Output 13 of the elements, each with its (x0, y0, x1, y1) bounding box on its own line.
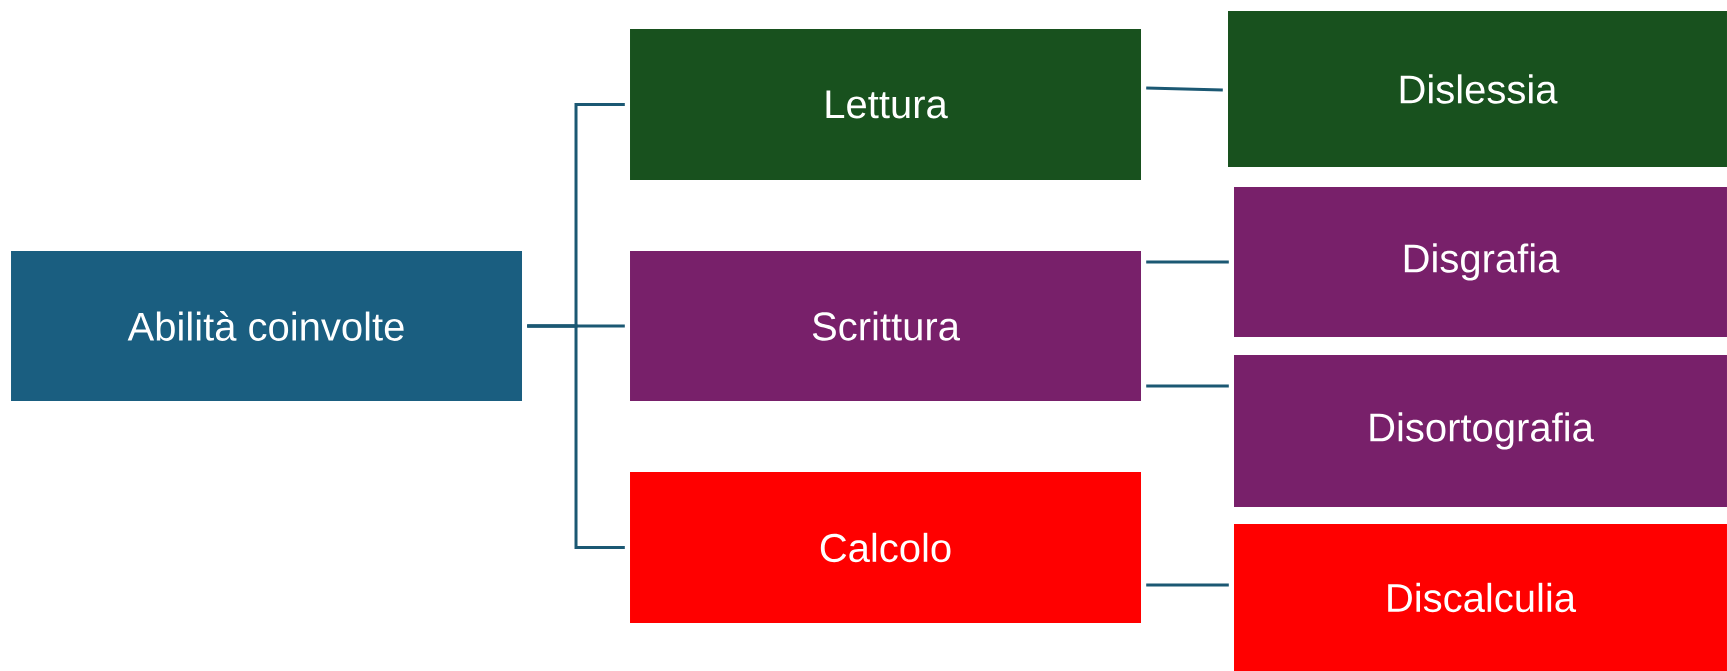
connector-line (1146, 384, 1229, 388)
connector-line (1146, 86, 1223, 92)
label-box: Disortografia (1234, 355, 1727, 507)
label-box: Discalculia (1234, 524, 1727, 671)
label-box: Dislessia (1228, 11, 1727, 167)
label-box: Calcolo (630, 472, 1141, 623)
connector-line (1146, 260, 1229, 264)
connector-line (1146, 583, 1229, 587)
label-box: Lettura (630, 29, 1141, 180)
label-box: Disgrafia (1234, 187, 1727, 337)
label-box: Scrittura (630, 251, 1141, 401)
connector-line (527, 324, 625, 549)
label-box: Abilità coinvolte (11, 251, 522, 401)
